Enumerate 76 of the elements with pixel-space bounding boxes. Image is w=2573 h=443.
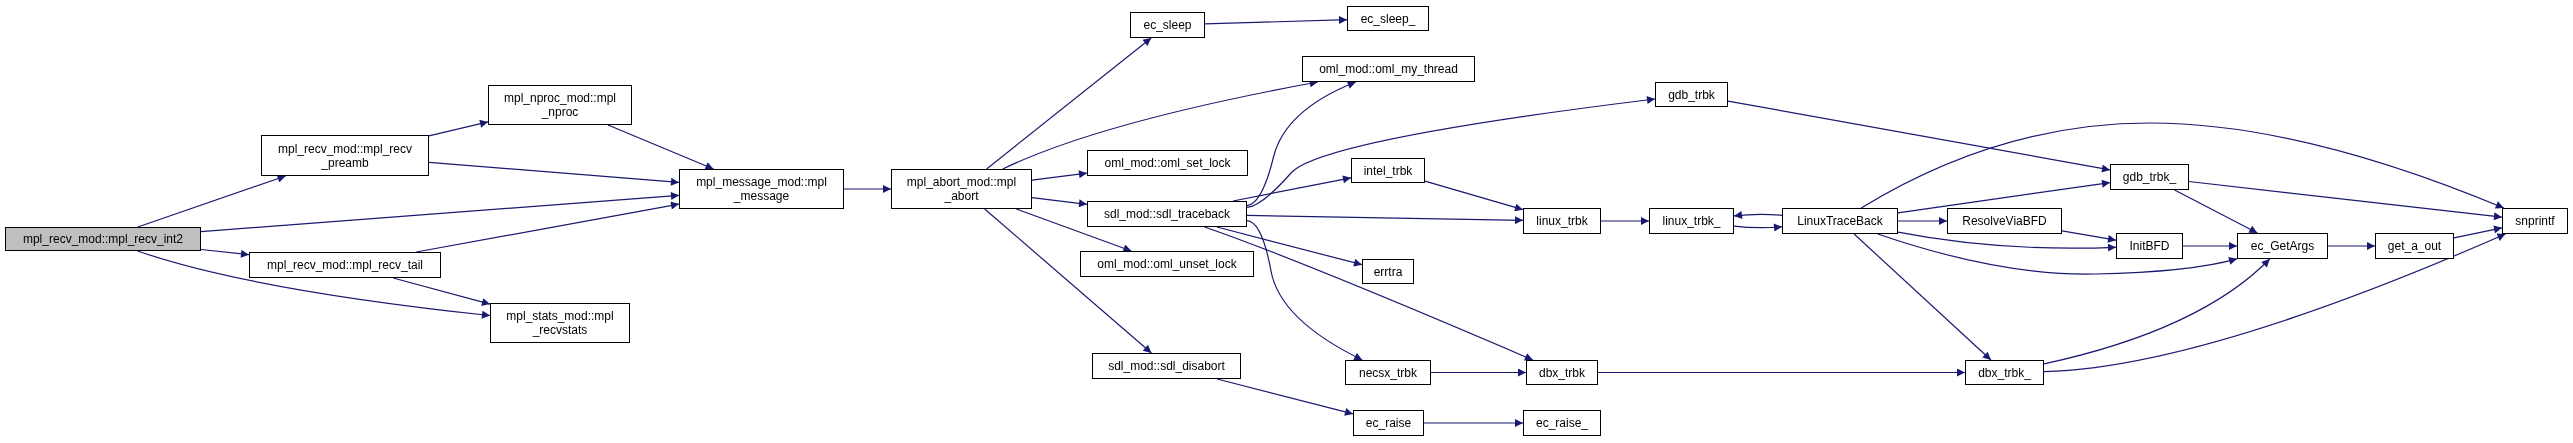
call-arrow — [843, 185, 892, 193]
function-box: ec_sleep — [1130, 12, 1205, 38]
function-box: gdb_trbk — [1655, 82, 1728, 107]
call-arrow — [1015, 208, 1132, 252]
call-arrow — [137, 250, 491, 319]
call-arrow — [2453, 225, 2503, 239]
call-arrow — [1727, 100, 2111, 173]
call-arrow — [984, 208, 1152, 354]
call-arrow — [1031, 170, 1088, 181]
function-box: oml_mod::oml_set_lock — [1087, 150, 1248, 176]
call-arrow — [1204, 15, 1348, 25]
call-arrow — [607, 124, 715, 170]
call-arrow — [1860, 122, 2505, 209]
call-arrow — [1246, 96, 1656, 208]
call-arrow — [1031, 197, 1088, 208]
call-arrow — [1232, 175, 1352, 202]
function-box: dbx_trbk — [1526, 360, 1598, 385]
function-box: ec_raise — [1353, 410, 1424, 436]
call-arrow — [2043, 258, 2271, 365]
function-box: mpl_message_mod::mpl _message — [679, 169, 844, 209]
function-box: InitBFD — [2116, 233, 2183, 259]
call-arrow — [1853, 233, 1992, 361]
function-box: intel_trbk — [1351, 158, 1425, 183]
call-arrow — [1246, 214, 1524, 225]
call-arrow — [2327, 242, 2376, 250]
call-arrow — [1430, 368, 1527, 377]
function-box: oml_mod::oml_my_thread — [1302, 56, 1475, 82]
call-arrow — [1733, 223, 1783, 232]
function-box: linux_trbk — [1523, 208, 1601, 234]
call-arrow — [428, 119, 489, 137]
call-arrow — [1597, 368, 1966, 377]
function-box: mpl_recv_mod::mpl_recv_int2 — [5, 227, 201, 251]
call-arrow — [1897, 217, 1948, 225]
call-arrow — [1877, 233, 2238, 275]
function-box: LinuxTraceBack — [1782, 208, 1898, 234]
call-arrow — [428, 161, 680, 186]
function-box: mpl_stats_mod::mpl _recvstats — [490, 303, 630, 343]
function-box: mpl_recv_mod::mpl_recv_tail — [249, 252, 441, 278]
call-arrow — [2174, 189, 2258, 234]
call-arrow — [200, 191, 680, 233]
call-arrow — [1733, 211, 1783, 219]
call-arrow — [1246, 81, 1357, 207]
call-arrow — [1216, 378, 1354, 416]
call-arrow — [2182, 242, 2238, 250]
call-arrow — [2188, 180, 2503, 221]
function-box: ec_raise_ — [1523, 410, 1601, 436]
call-arrow — [2043, 233, 2506, 373]
function-box: ec_GetArgs — [2237, 233, 2328, 259]
call-arrow — [1897, 179, 2111, 214]
function-box: necsx_trbk — [1345, 360, 1431, 385]
call-arrow — [2061, 230, 2117, 243]
function-box: get_a_out — [2375, 233, 2454, 259]
call-arrow — [137, 174, 287, 228]
function-box: sdl_mod::sdl_disabort — [1092, 353, 1241, 379]
call-arrow — [1246, 220, 1363, 361]
call-arrow — [1600, 217, 1650, 225]
function-box: sdl_mod::sdl_traceback — [1087, 201, 1247, 227]
call-arrow — [200, 248, 250, 258]
function-box: ResolveViaBFD — [1947, 208, 2062, 234]
call-arrow — [392, 277, 491, 306]
function-box: ec_sleep_ — [1347, 6, 1429, 31]
call-arrow — [1204, 226, 1534, 361]
function-box: mpl_nproc_mod::mpl _nproc — [488, 85, 632, 125]
function-box: gdb_trbk_ — [2110, 164, 2189, 190]
call-arrow — [1897, 231, 2117, 252]
function-box: mpl_recv_mod::mpl_recv _preamb — [261, 135, 429, 176]
function-box: linux_trbk_ — [1649, 208, 1734, 234]
function-box: oml_mod::oml_unset_lock — [1080, 251, 1254, 277]
call-arrow — [1424, 180, 1524, 212]
function-box: dbx_trbk_ — [1965, 360, 2044, 385]
function-box: snprintf — [2502, 208, 2568, 234]
call-arrow — [1423, 419, 1524, 427]
call-arrow — [986, 37, 1152, 170]
function-box: errtra — [1362, 259, 1414, 284]
call-arrow — [1216, 226, 1363, 267]
function-box: mpl_abort_mod::mpl _abort — [891, 169, 1032, 209]
